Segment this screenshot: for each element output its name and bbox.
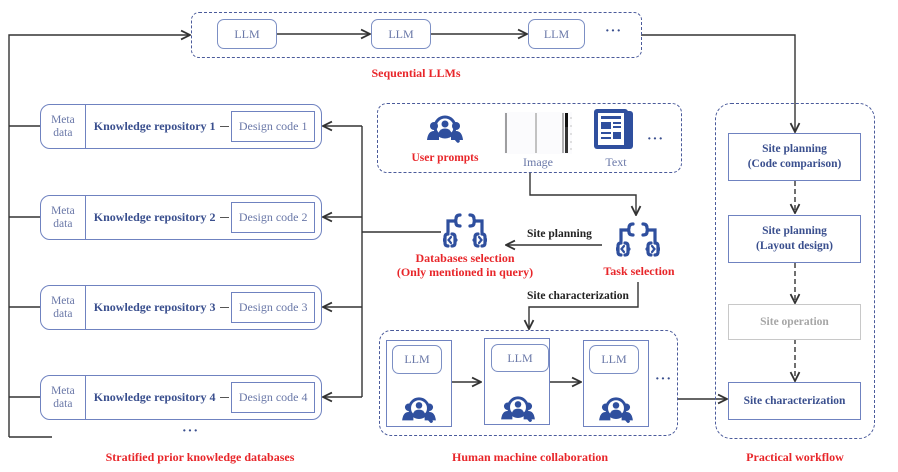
design-code-box[interactable]: Design code 2 xyxy=(231,202,316,233)
text-input[interactable]: Text xyxy=(589,107,643,171)
workflow-step-site-planning-layout[interactable]: Site planning(Layout design) xyxy=(728,215,861,263)
inputs-ellipsis: ··· xyxy=(647,132,665,147)
collaboration-caption: Human machine collaboration xyxy=(451,450,608,464)
task-selection-label: Task selection xyxy=(603,264,675,278)
knowledge-caption: Stratified prior knowledge databases xyxy=(105,450,295,464)
user-search-icon xyxy=(427,115,463,143)
human-search-icon-3 xyxy=(599,397,633,423)
seq-llm-node-1[interactable]: LLM xyxy=(217,19,277,49)
connector-dash xyxy=(219,217,230,218)
repository-title: Knowledge repository 3 xyxy=(93,300,216,314)
collab-llm-3[interactable]: LLM xyxy=(589,345,639,374)
seq-to-workflow-line xyxy=(641,34,795,132)
image-thumbnail-icon xyxy=(504,112,572,154)
workflow-step-site-characterization[interactable]: Site characterization xyxy=(728,382,861,420)
collab-llm-2[interactable]: LLM xyxy=(491,344,549,372)
workflow-step-site-planning-code[interactable]: Site planning(Code comparison) xyxy=(728,133,861,181)
inputs-to-task-line xyxy=(529,172,636,215)
design-code-box[interactable]: Design code 3 xyxy=(231,292,316,323)
task-selection-icon[interactable] xyxy=(616,221,660,257)
knowledge-ellipsis: ··· xyxy=(182,424,200,439)
user-prompts-label: User prompts xyxy=(411,152,479,164)
site-planning-edge-label: Site planning xyxy=(527,228,592,240)
seq-llm-node-3[interactable]: LLM xyxy=(528,19,585,49)
repository-title: Knowledge repository 1 xyxy=(93,119,216,133)
seq-ellipsis: ··· xyxy=(605,24,623,39)
workflow-step-site-operation[interactable]: Site operation xyxy=(728,304,861,340)
repository-title: Knowledge repository 4 xyxy=(93,390,216,404)
workflow-group xyxy=(715,103,875,439)
workflow-caption: Practical workflow xyxy=(746,450,844,464)
connector-dash xyxy=(219,397,230,398)
inputs-group xyxy=(377,103,682,173)
sequential-llms-group xyxy=(191,12,642,58)
image-label: Image xyxy=(523,155,553,169)
human-search-icon-1 xyxy=(402,397,436,423)
seq-llm-node-2[interactable]: LLM xyxy=(371,19,431,49)
image-input[interactable]: Image xyxy=(500,110,576,170)
connector-dash xyxy=(219,126,230,127)
task-to-collab-line xyxy=(529,282,639,329)
connector-dash xyxy=(219,307,230,308)
site-characterization-edge-label: Site characterization xyxy=(527,290,629,302)
collaboration-group xyxy=(379,330,678,436)
sequential-llms-caption: Sequential LLMs xyxy=(371,66,461,80)
text-label: Text xyxy=(605,155,627,169)
human-search-icon-2 xyxy=(501,396,535,422)
user-prompts-input[interactable]: User prompts xyxy=(405,110,485,166)
databases-selection-icon[interactable] xyxy=(443,212,487,248)
design-code-box[interactable]: Design code 4 xyxy=(231,382,316,413)
collab-ellipsis: ··· xyxy=(655,372,673,387)
newspaper-icon xyxy=(594,109,633,149)
databases-selection-label: Databases selection(Only mentioned in qu… xyxy=(396,251,534,279)
left-spine-line xyxy=(8,35,190,437)
design-code-box[interactable]: Design code 1 xyxy=(231,111,316,142)
repository-title: Knowledge repository 2 xyxy=(93,210,216,224)
collab-llm-1[interactable]: LLM xyxy=(392,345,442,374)
